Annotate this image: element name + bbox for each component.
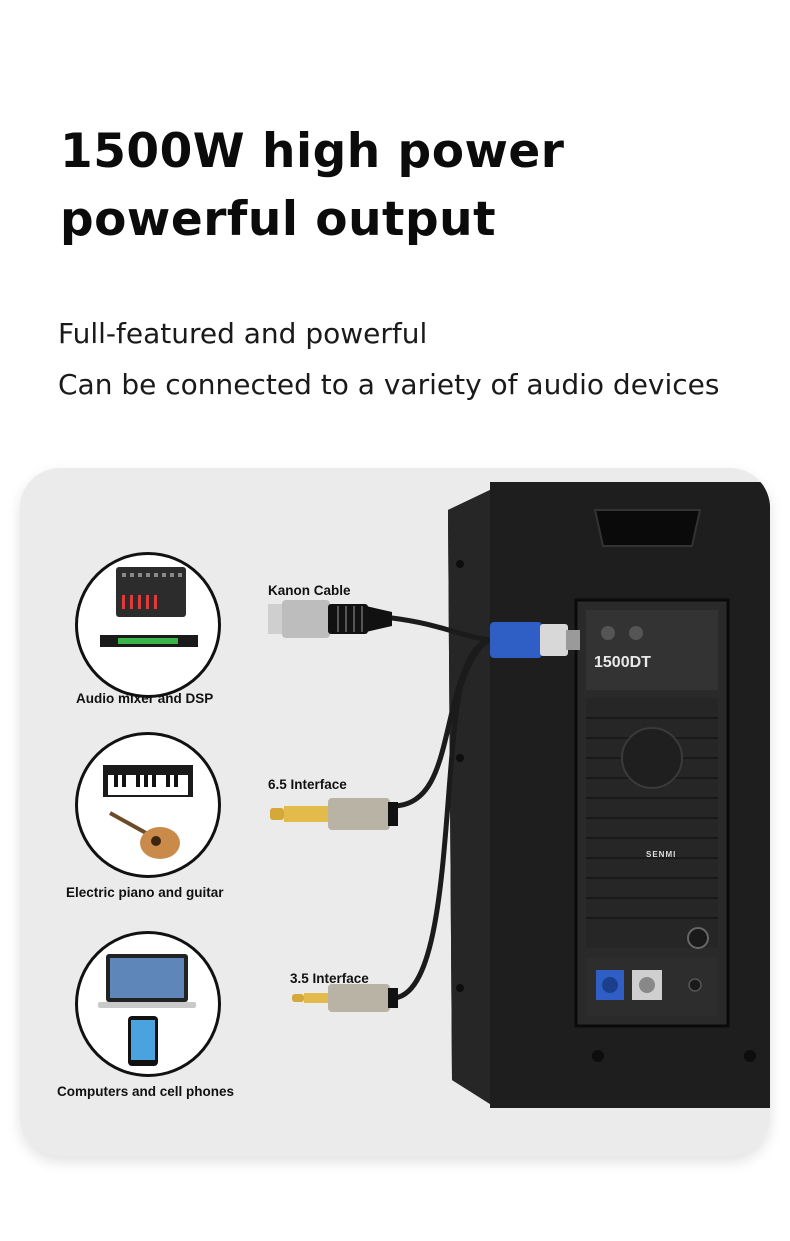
laptop-phone-icon [98, 954, 196, 1066]
headline: 1500W high power powerful output [60, 118, 564, 254]
subtitle-line-2: Can be connected to a variety of audio d… [58, 368, 720, 401]
headline-line-1: 1500W high power [60, 124, 565, 179]
speaker-cabinet [448, 482, 770, 1108]
device-circle-mixer [75, 552, 221, 698]
keyboard-guitar-icon [103, 765, 193, 859]
jack-3-5-plug-icon [292, 984, 398, 1012]
speaker-illustration [268, 482, 770, 1108]
subtitle: Full-featured and powerful Can be connec… [58, 308, 719, 410]
headline-line-2: powerful output [60, 192, 497, 247]
device-caption-computers: Computers and cell phones [57, 1084, 235, 1099]
speaker-model-label: 1500DT [594, 654, 651, 671]
connector-label-3-5: 3.5 Interface [290, 971, 369, 986]
device-circle-computers [75, 931, 221, 1077]
device-caption-mixer: Audio mixer and DSP [76, 691, 214, 706]
connector-label-6-5: 6.5 Interface [268, 777, 347, 792]
cables [389, 615, 493, 1001]
powercon-connector-icon [490, 622, 580, 658]
audio-mixer-icon [100, 567, 198, 647]
subtitle-line-1: Full-featured and powerful [58, 317, 428, 350]
connector-label-kanon: Kanon Cable [268, 583, 351, 598]
device-caption-instruments: Electric piano and guitar [66, 885, 224, 900]
jack-6-5-plug-icon [270, 798, 398, 830]
speaker-brand-label: SENMI [646, 850, 677, 859]
xlr-plug-icon [268, 600, 392, 638]
device-circle-instruments [75, 732, 221, 878]
connection-panel: 1500DT SENMI Audio mixer and DSP [20, 468, 770, 1156]
